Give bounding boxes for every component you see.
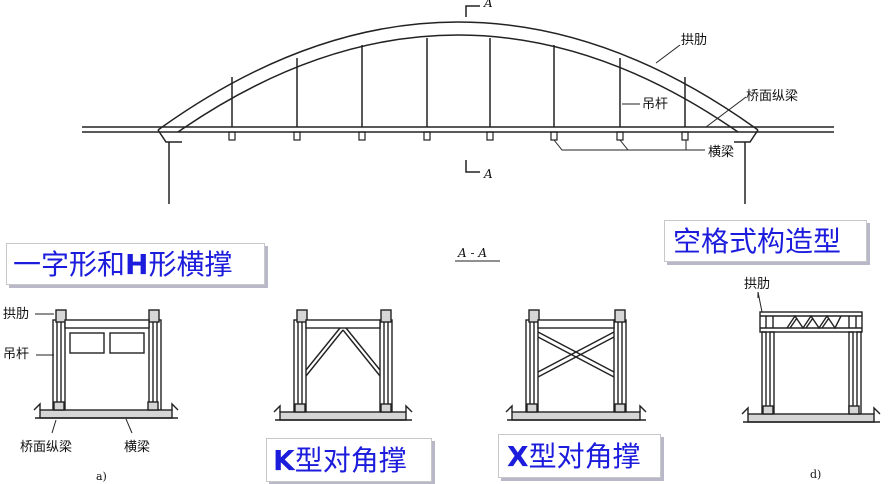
label-cross-beam: 横梁 xyxy=(708,145,734,160)
leader-lines xyxy=(553,44,747,151)
label-hanger: 吊杆 xyxy=(642,97,668,112)
rib-block xyxy=(528,309,540,323)
rib-block xyxy=(55,309,67,323)
strut-top xyxy=(537,319,615,329)
variant-a-label-deck-stringer: 桥面纵梁 xyxy=(20,440,72,455)
variant-d-title-text: 空格式构造型 xyxy=(673,225,842,258)
label-deck-stringer: 桥面纵梁 xyxy=(746,89,798,104)
strut-h-left xyxy=(69,332,105,354)
strut-h-right xyxy=(109,332,145,354)
section-title: A - A xyxy=(457,246,487,260)
variant-a-section xyxy=(33,309,179,434)
variant-b-title-bold: K xyxy=(273,444,295,477)
variant-a-label-hanger: 吊杆 xyxy=(3,347,29,362)
variant-a-title-pre: 一字形和 xyxy=(13,248,126,281)
strut-top xyxy=(64,319,150,329)
rib-block xyxy=(380,309,392,323)
arch-elevation xyxy=(82,5,834,204)
rib-block xyxy=(296,309,308,323)
variant-b-title: K型对角撑 xyxy=(266,438,432,482)
arch-rib-outer xyxy=(157,21,759,131)
rib-block xyxy=(614,309,626,323)
variant-a-title-post: 形横撑 xyxy=(148,248,233,281)
deck-slab xyxy=(39,409,173,419)
variant-d-section xyxy=(741,291,881,423)
arch-rib-inner xyxy=(177,34,739,133)
label-arch-rib: 拱肋 xyxy=(681,33,707,48)
deck-slab xyxy=(279,411,407,421)
rib-block xyxy=(148,309,160,323)
section-mark-bottom xyxy=(465,160,480,173)
variant-c-title-bold: X xyxy=(507,440,529,473)
deck-slab xyxy=(511,411,641,421)
variant-b-title-post: 型对角撑 xyxy=(294,444,407,477)
section-mark-top-letter: A xyxy=(483,0,493,10)
variant-a-title: 一字形和H形横撑 xyxy=(6,243,265,285)
variant-d-label-arch-rib: 拱肋 xyxy=(744,277,770,292)
variant-a-title-bold: H xyxy=(125,248,149,281)
variant-a-label-arch-rib: 拱肋 xyxy=(3,307,29,322)
variant-c-title: X型对角撑 xyxy=(498,434,661,478)
cross-beams xyxy=(228,131,689,141)
deck-slab xyxy=(747,413,875,423)
variant-a-label-cross-beam: 横梁 xyxy=(124,440,150,455)
abutment-right xyxy=(734,129,759,143)
variant-b-section xyxy=(273,309,413,421)
strut-top xyxy=(305,319,381,329)
variant-c-section xyxy=(505,309,647,421)
variant-d-title: 空格式构造型 xyxy=(664,220,867,262)
variant-d-caption: d) xyxy=(810,468,821,481)
section-mark-bottom-letter: A xyxy=(483,167,493,181)
variant-c-title-post: 型对角撑 xyxy=(528,440,641,473)
section-mark-top xyxy=(465,5,480,17)
abutment-left xyxy=(157,129,182,143)
variant-a-caption: a) xyxy=(96,470,107,483)
